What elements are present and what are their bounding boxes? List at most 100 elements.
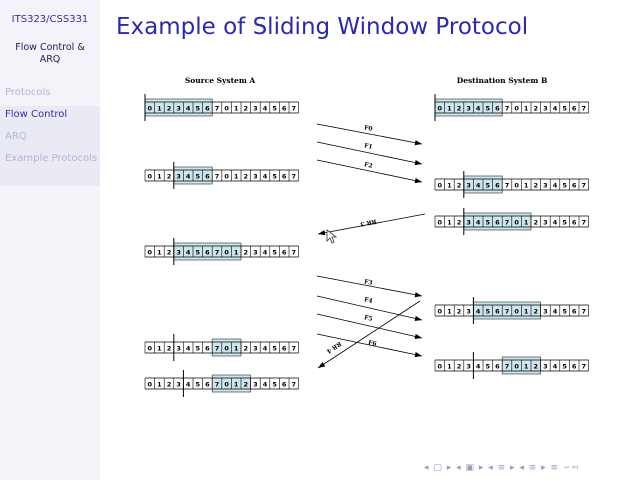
- section-title[interactable]: Flow Control & ARQ: [0, 42, 100, 66]
- arrow-head: [414, 292, 422, 298]
- sequence-number: 6: [572, 218, 577, 226]
- sequence-number: 7: [582, 362, 587, 370]
- sequence-number: 4: [263, 380, 268, 388]
- sequence-number: 2: [457, 104, 462, 112]
- sequence-number: 6: [205, 104, 210, 112]
- sequence-number: 6: [495, 218, 500, 226]
- sequence-number: 4: [186, 248, 191, 256]
- sequence-number: 5: [486, 362, 491, 370]
- sequence-number: 4: [476, 181, 481, 189]
- sequence-number: 1: [234, 172, 239, 180]
- message-label: F3: [363, 278, 373, 286]
- sequence-number: 1: [447, 181, 452, 189]
- sequence-number: 3: [253, 344, 258, 352]
- sequence-number: 2: [534, 181, 539, 189]
- sequence-number: 2: [534, 307, 539, 315]
- message-arrow-f6: F6: [316, 333, 423, 358]
- sequence-number: 6: [282, 248, 287, 256]
- sequence-number: 4: [263, 172, 268, 180]
- message-label: F5: [363, 314, 373, 323]
- sequence-number: 1: [157, 380, 162, 388]
- source-system-label: Source System A: [185, 76, 256, 85]
- sequence-number: 2: [534, 218, 539, 226]
- sequence-number: 3: [176, 248, 181, 256]
- arrow-head: [318, 230, 326, 236]
- sequence-number: 3: [176, 104, 181, 112]
- sequence-number: 0: [224, 380, 229, 388]
- sequence-number: 0: [438, 307, 443, 315]
- sequence-number: 5: [272, 104, 277, 112]
- sequence-number: 7: [505, 218, 510, 226]
- sequence-number: 4: [553, 181, 558, 189]
- arrow-head: [414, 315, 422, 321]
- sequence-number: 4: [476, 218, 481, 226]
- sequence-number: 2: [457, 218, 462, 226]
- sequence-number: 5: [272, 172, 277, 180]
- sequence-number: 0: [438, 362, 443, 370]
- sequence-number: 4: [553, 104, 558, 112]
- sequence-number: 0: [438, 104, 443, 112]
- sequence-number: 5: [196, 248, 201, 256]
- message-arrow-f3: F3: [316, 275, 423, 298]
- sequence-number: 7: [505, 181, 510, 189]
- sequence-number: 7: [582, 181, 587, 189]
- sequence-number: 3: [253, 248, 258, 256]
- sequence-number: 4: [476, 104, 481, 112]
- message-arrow-f4: F4: [316, 295, 423, 321]
- sequence-number: 5: [272, 380, 277, 388]
- sequence-number: 1: [447, 362, 452, 370]
- sequence-number: 4: [186, 344, 191, 352]
- sequence-number: 6: [495, 181, 500, 189]
- arrow-shaft: [316, 159, 423, 183]
- sequence-number: 2: [167, 104, 172, 112]
- sequence-number: 6: [205, 172, 210, 180]
- sequence-number: 7: [292, 344, 297, 352]
- nav-item-arq[interactable]: ARQ: [5, 131, 27, 142]
- sequence-number: 5: [196, 380, 201, 388]
- arrow-head: [414, 333, 422, 339]
- nav-item-protocols[interactable]: Protocols: [5, 87, 51, 98]
- destination-system-label: Destination System B: [457, 76, 548, 85]
- sequence-number: 7: [292, 172, 297, 180]
- sequence-number: 5: [196, 344, 201, 352]
- course-title[interactable]: ITS323/CSS331: [11, 14, 89, 25]
- sequence-number: 6: [572, 362, 577, 370]
- nav-item-flow-control[interactable]: Flow Control: [5, 109, 68, 120]
- nav-item-example-protocols[interactable]: Example Protocols: [5, 153, 98, 164]
- sequence-number: 2: [167, 344, 172, 352]
- arrow-shaft: [316, 333, 423, 357]
- sequence-number: 3: [466, 218, 471, 226]
- sequence-number: 4: [186, 104, 191, 112]
- sequence-number: 5: [486, 104, 491, 112]
- sequence-number: 1: [234, 380, 239, 388]
- arrow-head: [318, 361, 326, 368]
- beamer-navigation-symbols[interactable]: ◂ ▢ ▸ ◂ ▣ ▸ ◂ ≡ ▸ ◂ ≡ ▸ ≡ ∽∾: [424, 463, 581, 473]
- sequence-number: 4: [263, 104, 268, 112]
- sequence-number: 2: [244, 104, 249, 112]
- message-label: F0: [363, 124, 373, 132]
- sequence-number: 7: [292, 104, 297, 112]
- sequence-number: 2: [167, 172, 172, 180]
- sequence-number: 4: [263, 248, 268, 256]
- section-title-line1: Flow Control &: [15, 42, 85, 53]
- sequence-number: 2: [457, 362, 462, 370]
- sequence-number: 3: [466, 104, 471, 112]
- sequence-number: 0: [514, 307, 519, 315]
- message-label: RR 4: [325, 340, 342, 355]
- message-arrow-f0: F0: [316, 123, 423, 146]
- sequence-number: 5: [486, 181, 491, 189]
- sequence-number: 2: [244, 248, 249, 256]
- sequence-number: 6: [495, 307, 500, 315]
- sequence-number: 0: [438, 218, 443, 226]
- arrow-shaft: [317, 213, 426, 235]
- sequence-number: 0: [224, 248, 229, 256]
- sequence-number: 1: [157, 104, 162, 112]
- sequence-number: 6: [495, 104, 500, 112]
